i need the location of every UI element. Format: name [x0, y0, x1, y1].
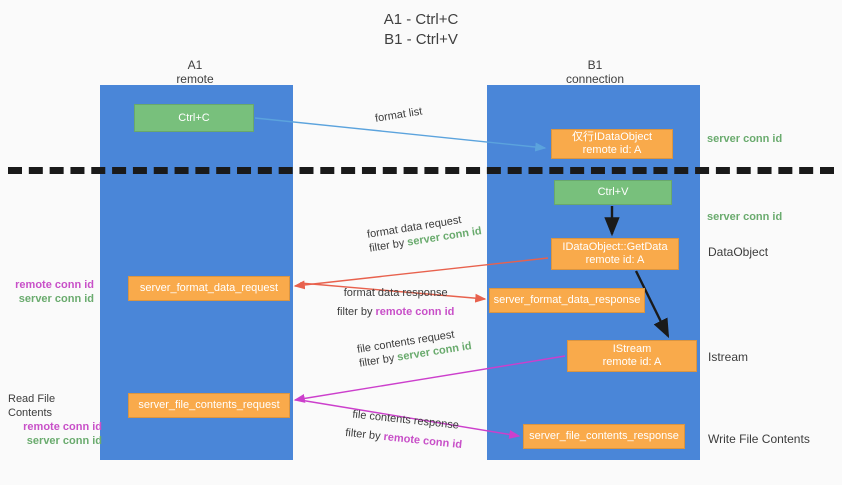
column-header-a1: A1 remote: [130, 58, 260, 86]
phase-separator: [8, 167, 834, 174]
edge-label-format-list: format list: [374, 106, 423, 126]
annotation-read-file-contents-group: Read File Contents remote conn id server…: [8, 392, 102, 448]
annotation-read-file-contents: Read File Contents: [8, 393, 56, 419]
edge-label-format-data-response-text: format data response: [343, 287, 448, 299]
edge-label-format-list-text: format list: [374, 105, 424, 125]
diagram-title: A1 - Ctrl+C B1 - Ctrl+V: [0, 10, 842, 50]
node-server-file-contents-response[interactable]: server_file_contents_response: [523, 424, 685, 449]
column-b1-role: connection: [565, 72, 625, 86]
node-idataobject[interactable]: 仅行IDataObject remote id: A: [551, 129, 673, 159]
edge-label-format-data-response-filter-prefix: filter by: [337, 306, 376, 318]
node-idataobject-remote-id: remote id: A: [582, 144, 642, 156]
annotation-write-file-contents: Write File Contents: [708, 432, 810, 446]
node-ctrl-c-label: Ctrl+C: [178, 111, 210, 124]
annotation-server-conn-id-mid: server conn id: [707, 211, 783, 223]
node-server-file-contents-request-label: server_file_contents_request: [138, 399, 280, 411]
annotation-server-conn-id-2: server conn id: [26, 435, 102, 447]
node-getdata-remote-id: remote id: A: [585, 254, 645, 266]
annotation-remote-conn-id-1: remote conn id: [15, 279, 94, 291]
column-a1-role: remote: [176, 72, 214, 86]
annotation-remote-conn-id-2: remote conn id: [23, 421, 102, 433]
edge-label-format-data-response-filter-key: remote conn id: [375, 306, 455, 318]
node-ctrl-v-label: Ctrl+V: [597, 186, 629, 198]
node-server-format-data-response-label: server_format_data_response: [493, 294, 641, 306]
node-server-format-data-request[interactable]: server_format_data_request: [128, 276, 290, 301]
node-server-file-contents-request[interactable]: server_file_contents_request: [128, 393, 290, 418]
annotation-conn-ids-format: remote conn id server conn id: [8, 278, 94, 306]
node-idataobject-title: 仅行IDataObject: [571, 131, 653, 143]
node-server-format-data-request-label: server_format_data_request: [139, 282, 279, 294]
edge-label-file-contents-response-filter-prefix: filter by: [344, 426, 385, 443]
node-idataobject-getdata[interactable]: IDataObject::GetData remote id: A: [551, 238, 679, 270]
column-b1-name: B1: [587, 58, 603, 72]
node-istream-title: IStream: [612, 343, 652, 355]
annotation-dataobject: DataObject: [708, 245, 769, 259]
column-header-b1: B1 connection: [520, 58, 670, 86]
edge-label-file-contents-request: file contents request filter by server c…: [356, 325, 473, 370]
edge-label-format-data-request: format data request filter by server con…: [366, 210, 483, 255]
node-server-file-contents-response-label: server_file_contents_response: [529, 430, 679, 442]
annotation-server-conn-id-top: server conn id: [707, 133, 783, 145]
node-istream[interactable]: IStream remote id: A: [567, 340, 697, 372]
column-a1-name: A1: [187, 58, 203, 72]
node-server-format-data-response[interactable]: server_format_data_response: [489, 288, 645, 313]
node-getdata-title: IDataObject::GetData: [562, 241, 668, 253]
node-ctrl-c[interactable]: Ctrl+C: [134, 104, 254, 132]
node-ctrl-v[interactable]: Ctrl+V: [554, 180, 672, 205]
annotation-server-conn-id-1: server conn id: [18, 293, 94, 305]
annotation-istream: Istream: [708, 350, 749, 364]
title-line-1: A1 - Ctrl+C: [383, 11, 459, 28]
edge-label-file-contents-response: file contents response filter by remote …: [345, 407, 465, 452]
node-istream-remote-id: remote id: A: [602, 356, 662, 368]
title-line-2: B1 - Ctrl+V: [384, 31, 458, 48]
edge-label-format-data-response: format data response filter by remote co…: [337, 286, 454, 319]
edge-label-file-contents-response-filter-key: remote conn id: [382, 430, 463, 452]
